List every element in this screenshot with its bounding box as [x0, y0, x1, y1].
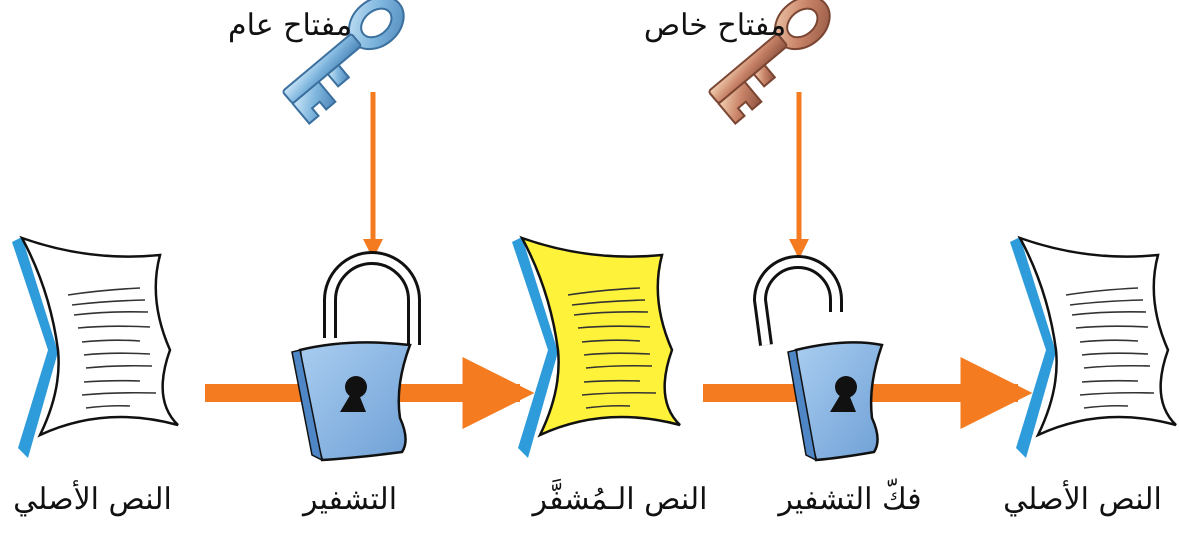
original-document-icon	[12, 235, 179, 458]
public-key-label: مفتاح عام	[228, 8, 352, 43]
original-text-label: النص الأصلي	[13, 482, 172, 517]
decrypted-document-icon	[1010, 235, 1177, 458]
open-lock-icon	[752, 255, 884, 462]
encrypted-document-icon	[512, 235, 685, 458]
encryption-label: التشفير	[302, 482, 398, 517]
closed-lock-icon	[291, 251, 421, 462]
private-key-icon	[708, 0, 831, 125]
public-key-icon	[282, 0, 405, 125]
encrypted-text-label: النص الـمُشفَّر	[532, 482, 708, 517]
decryption-label: فكّ التشفير	[778, 482, 922, 517]
private-key-label: مفتاح خاص	[643, 8, 787, 43]
original-text-label-2: النص الأصلي	[1003, 482, 1162, 517]
